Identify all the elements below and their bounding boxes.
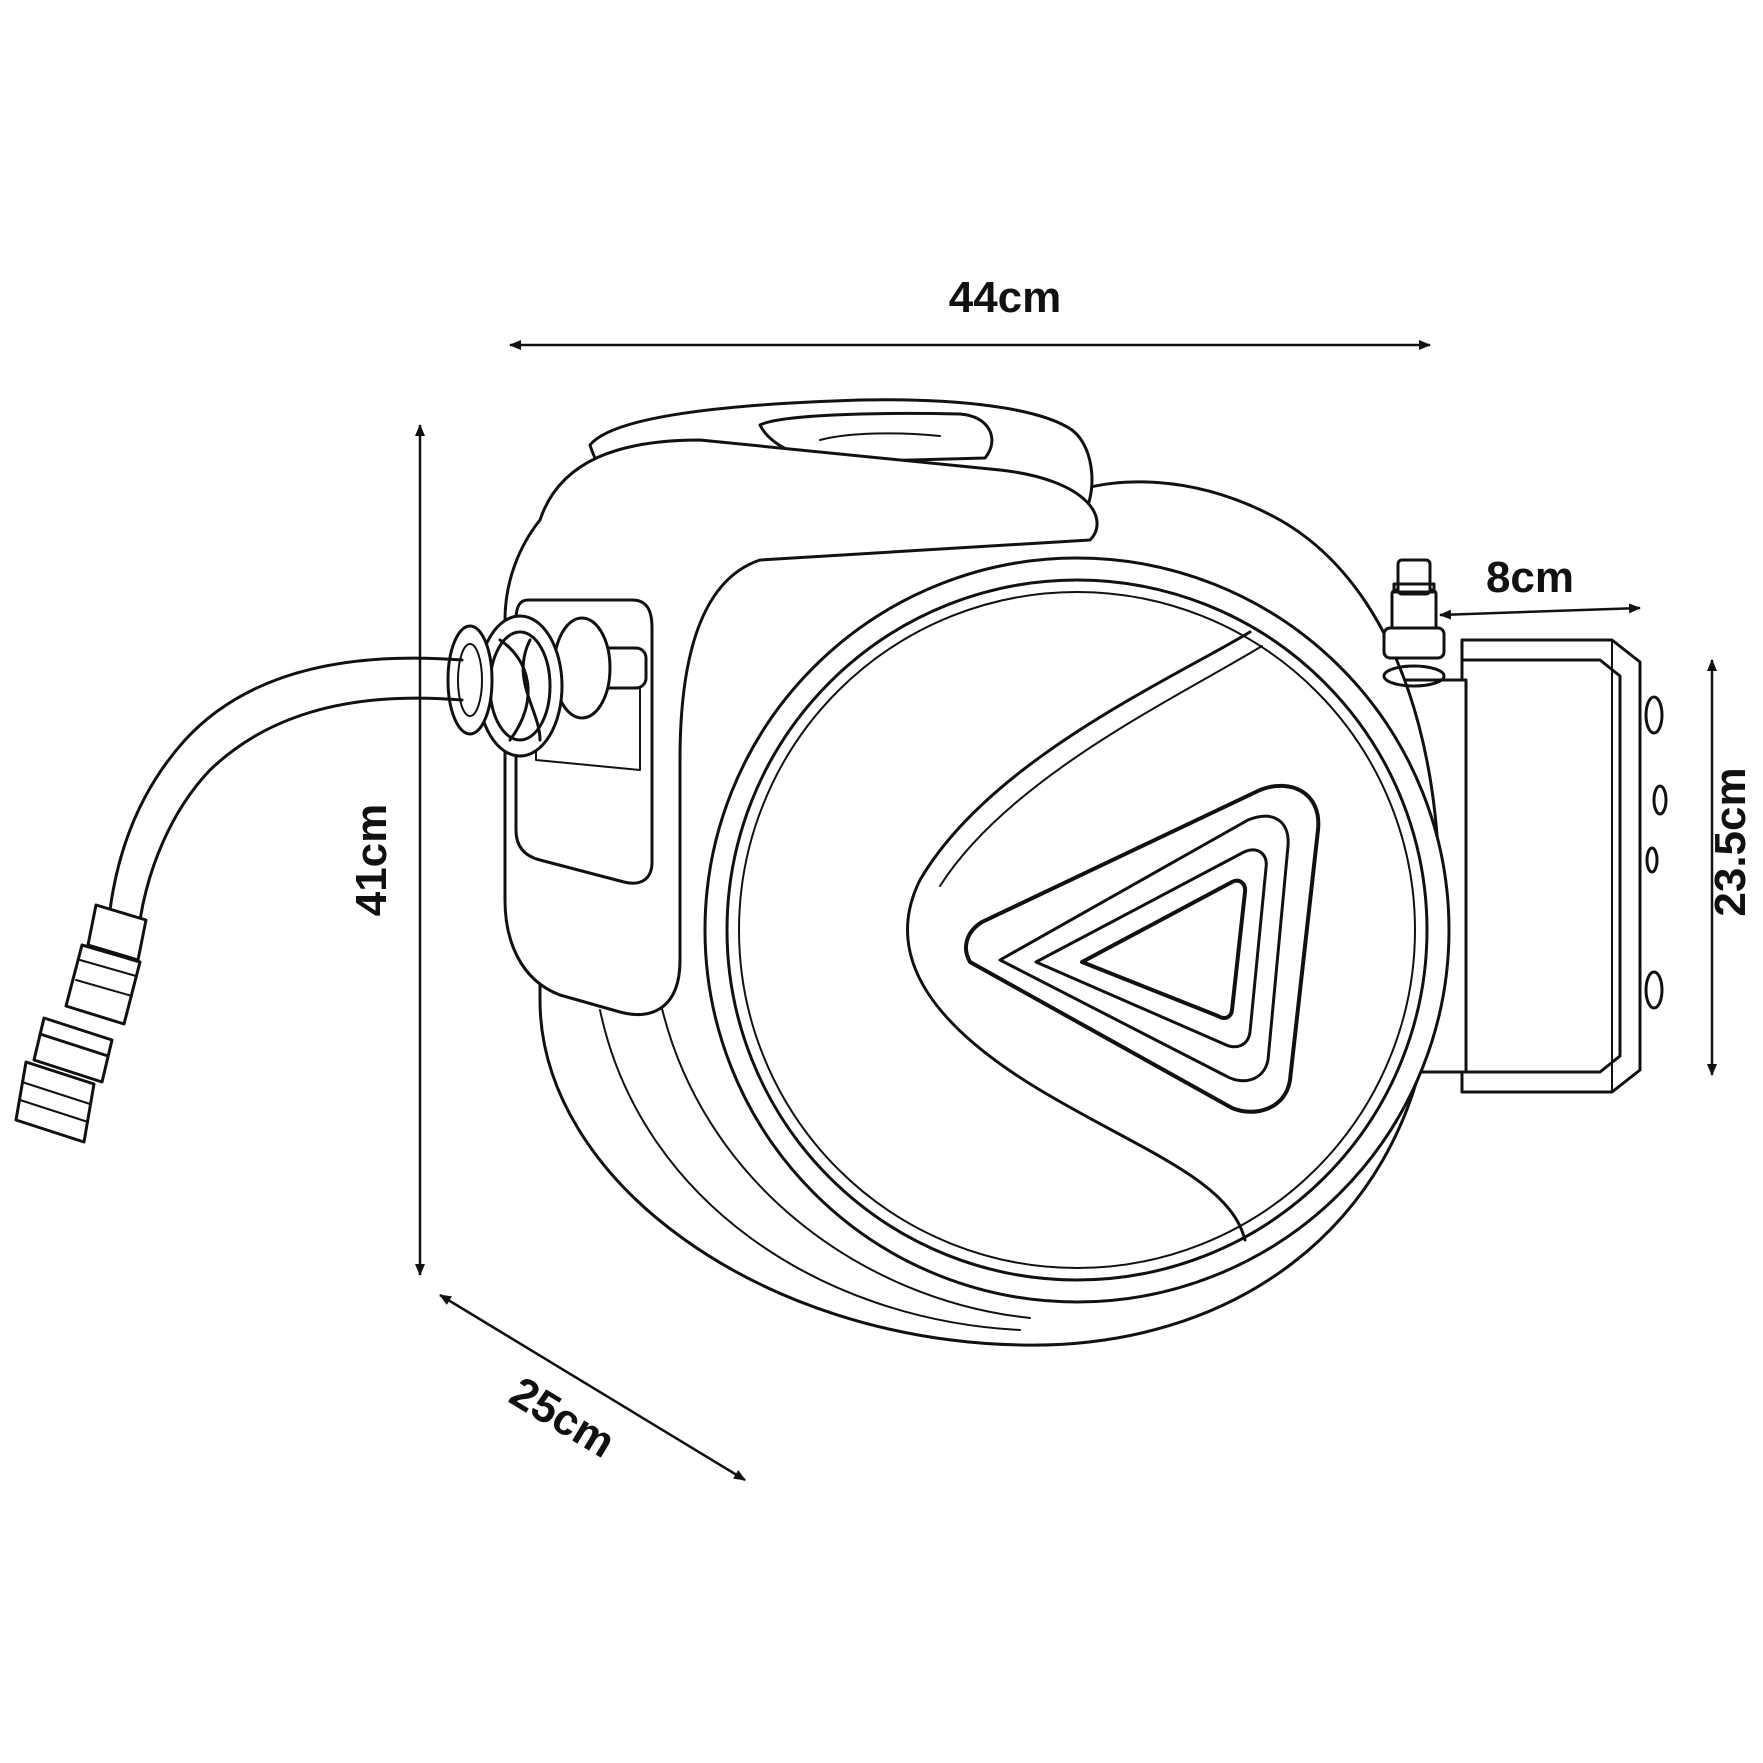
water-inlet-connector [1382, 558, 1446, 688]
garden-hose [108, 656, 464, 922]
dimension-height-label: 41cm [347, 804, 396, 917]
front-disc [703, 556, 1451, 1304]
dimension-bracket-height-label: 23.5cm [1706, 767, 1755, 916]
triangle-emblem [964, 783, 1321, 1114]
dimension-inlet-offset-label: 8cm [1486, 553, 1574, 602]
dimension-depth-label: 25cm [502, 1368, 624, 1468]
hose-swivel-connector [446, 614, 648, 758]
hose-reel-illustration [14, 398, 1668, 1347]
dimension-inlet-offset: 8cm [1439, 553, 1641, 620]
dimension-width: 44cm [509, 273, 1431, 350]
dimension-depth: 25cm [439, 1293, 746, 1482]
dimension-height: 41cm [347, 424, 425, 1276]
dimension-width-label: 44cm [949, 273, 1062, 322]
dimension-bracket-height: 23.5cm [1706, 659, 1755, 1076]
hose-end-connector [14, 903, 148, 1144]
